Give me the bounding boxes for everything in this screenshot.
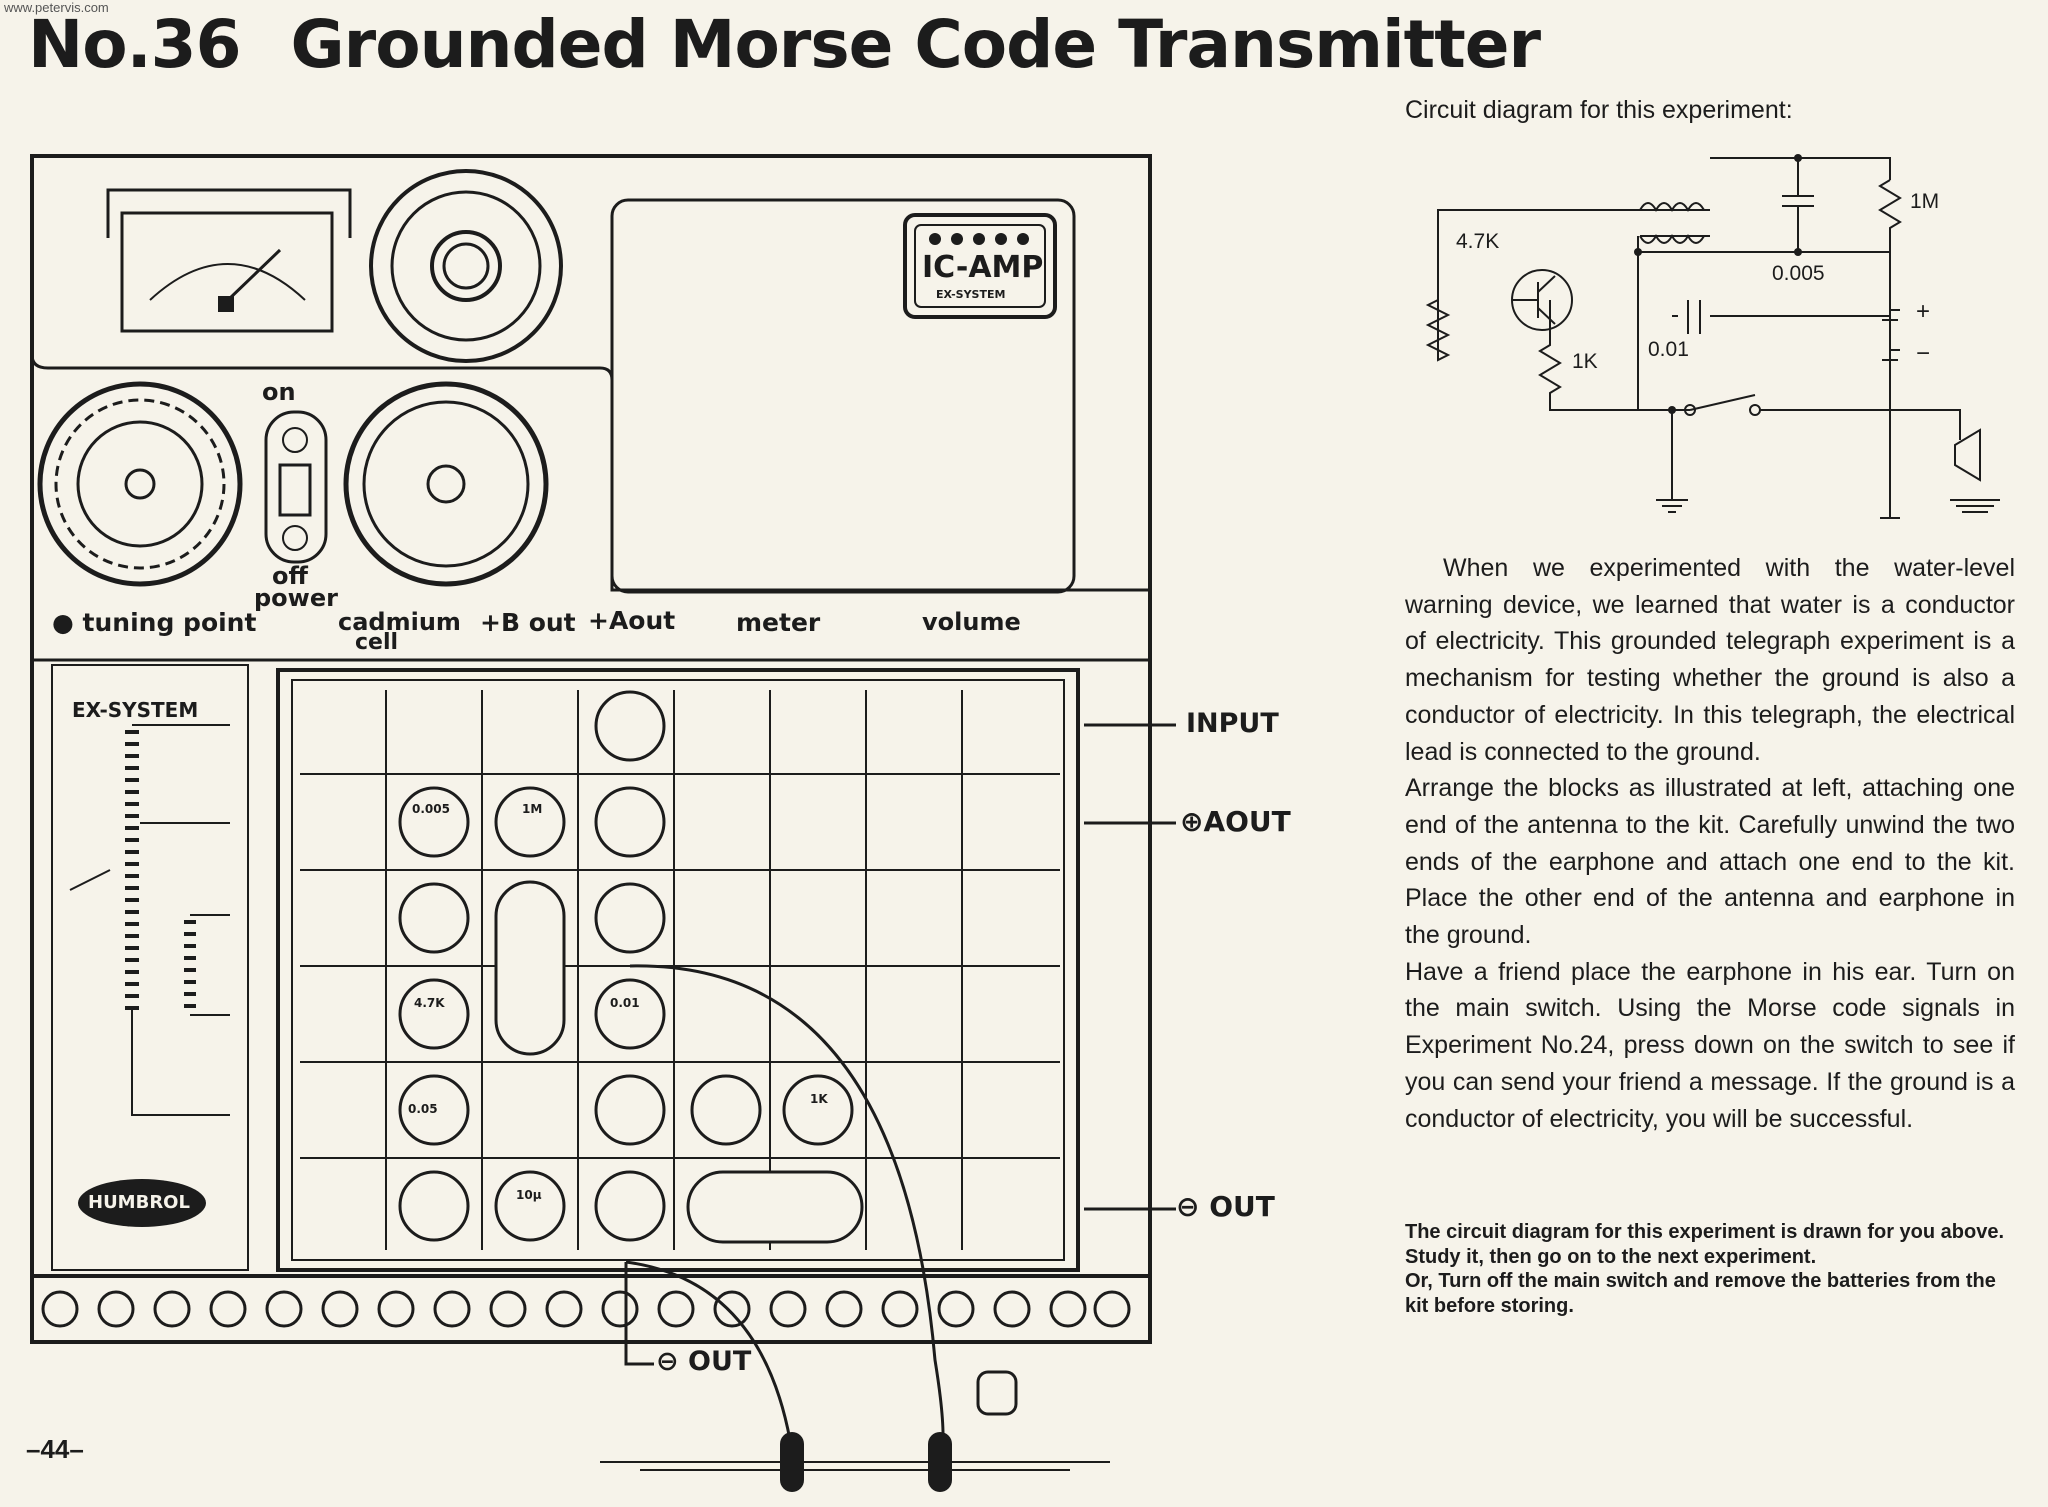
ic-amp-sub-label: EX-SYSTEM <box>936 288 1006 301</box>
cadmium-label: cadmium <box>338 608 461 636</box>
paragraph-1: When we experimented with the water-leve… <box>1405 554 2015 766</box>
circuit-caption: Circuit diagram for this experiment: <box>1405 96 1793 124</box>
breadboard-grid <box>300 690 1060 1250</box>
volume-label: volume <box>922 608 1021 636</box>
tuning-dial <box>37 381 243 587</box>
bout-label: +B out <box>480 608 576 637</box>
watermark: www.petervis.com <box>4 0 109 15</box>
cell-label: cell <box>355 630 399 655</box>
tuning-point-label: ● tuning point <box>52 608 257 637</box>
switch-off-label: off <box>272 562 308 590</box>
humbrol-label: HUMBROL <box>88 1192 190 1213</box>
ic-amp-label: IC-AMP <box>922 250 1044 285</box>
meter-label: meter <box>736 608 821 637</box>
bottom-holes <box>41 1290 1131 1328</box>
circuit-label-1k: 1K <box>1572 350 1598 373</box>
volume-dial <box>343 381 549 587</box>
footnote-1: The circuit diagram for this experiment … <box>1405 1221 2005 1268</box>
experiment-number: No.36 <box>28 6 241 83</box>
meter-gauge <box>106 188 352 333</box>
breadboard <box>276 668 1080 1272</box>
exsystem-label: EX-SYSTEM <box>72 698 199 722</box>
terminal-aout-label: ⊕AOUT <box>1180 805 1291 838</box>
ic-amp-badge <box>903 213 1057 319</box>
ground-surface <box>600 1461 1110 1471</box>
coil-drawing <box>69 724 230 1116</box>
block-label-1k: 1K <box>810 1092 828 1106</box>
aout-label: +Aout <box>588 606 676 635</box>
power-switch <box>264 410 328 564</box>
paragraph-3: Have a friend place the earphone in his … <box>1405 957 2015 1133</box>
page-title: No.36 Grounded Morse Code Transmitter <box>28 6 1542 83</box>
battery-minus-label: − <box>1916 340 1931 367</box>
power-label: power <box>254 584 338 612</box>
circuit-label-001: 0.01 <box>1648 338 1689 361</box>
speaker <box>369 169 563 363</box>
terminal-input-label: INPUT <box>1186 708 1279 739</box>
body-text: When we experimented with the water-leve… <box>1405 550 2015 1137</box>
upper-right-panel <box>610 198 1076 594</box>
block-label-10u: 10μ <box>516 1188 542 1202</box>
kit-frame <box>30 154 1152 1344</box>
block-label-1m: 1M <box>522 802 543 816</box>
coil-panel <box>51 664 249 1271</box>
block-label-0005: 0.005 <box>412 802 450 816</box>
block-label-47k: 4.7K <box>414 996 445 1010</box>
circuit-label-47k: 4.7K <box>1456 230 1500 253</box>
terminal-out-bottom-label: ⊖ OUT <box>656 1346 752 1377</box>
earphone <box>976 1370 1018 1416</box>
switch-on-label: on <box>262 378 296 406</box>
humbrol-badge <box>78 1179 206 1227</box>
footnote-2: Or, Turn off the main switch and remove … <box>1405 1270 1996 1317</box>
battery-plus-label: + <box>1916 298 1931 325</box>
ground-wires <box>625 964 945 1461</box>
experiment-title: Grounded Morse Code Transmitter <box>290 6 1542 83</box>
circuit-label-1m: 1M <box>1910 190 1940 213</box>
block-label-005: 0.05 <box>408 1102 438 1116</box>
circuit-label-0005: 0.005 <box>1772 262 1825 285</box>
footnote: The circuit diagram for this experiment … <box>1405 1220 2015 1318</box>
paragraph-2: Arrange the blocks as illustrated at lef… <box>1405 774 2015 950</box>
terminal-leads <box>624 723 1176 1366</box>
terminal-out-right-label: ⊖ OUT <box>1176 1190 1275 1223</box>
block-label-001: 0.01 <box>610 996 640 1010</box>
component-blocks <box>398 690 864 1244</box>
page-number: –44– <box>26 1434 84 1464</box>
